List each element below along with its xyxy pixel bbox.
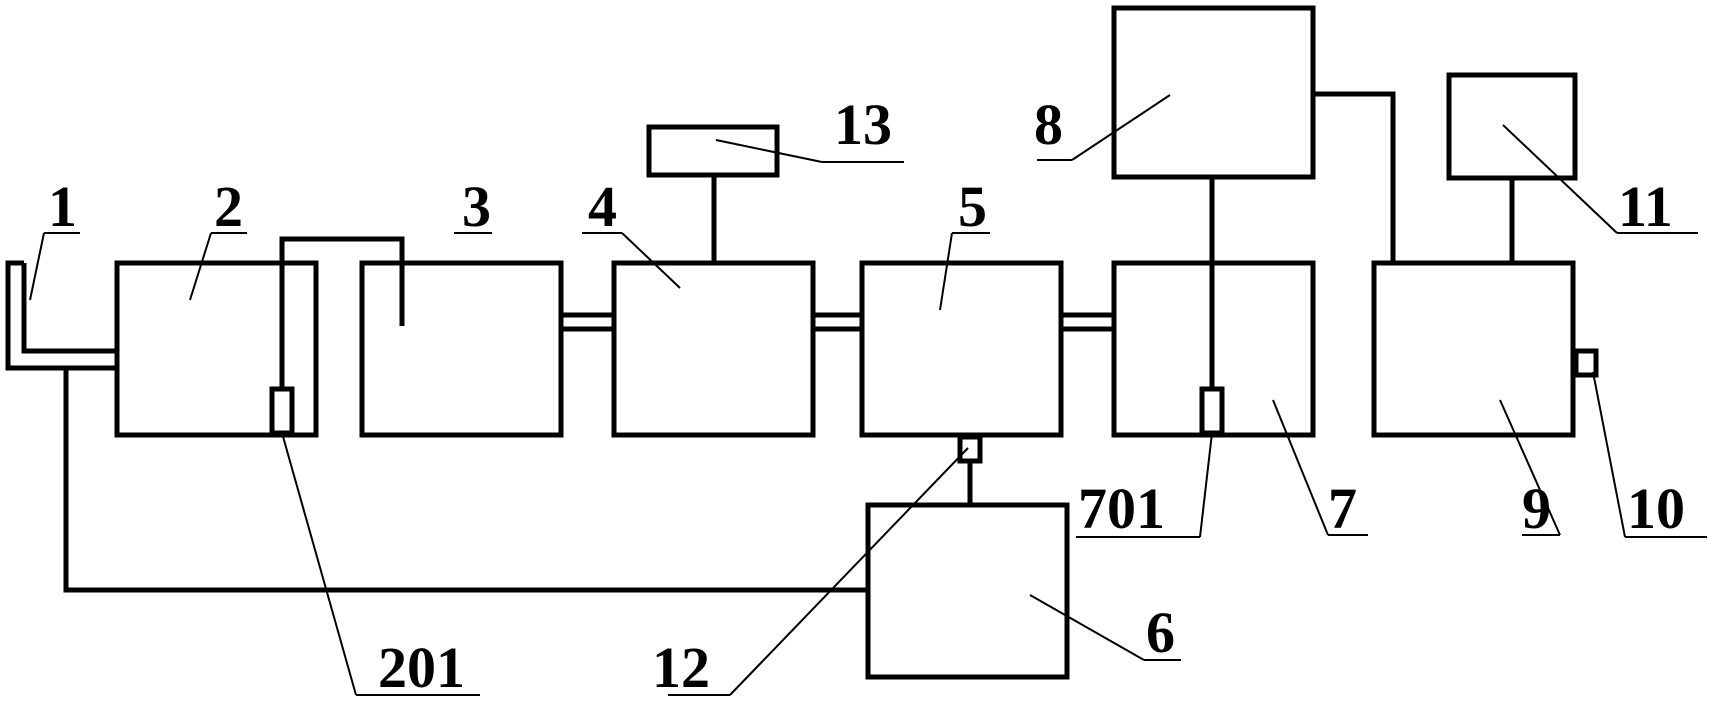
leader-4 xyxy=(582,232,681,289)
label-3: 3 xyxy=(462,174,491,239)
label-11: 11 xyxy=(1618,174,1673,239)
box-11 xyxy=(1446,72,1578,181)
leader-1 xyxy=(29,232,80,301)
label-6: 6 xyxy=(1146,600,1175,665)
link-3-4 xyxy=(561,312,614,332)
leader-11 xyxy=(1502,124,1698,234)
box-4 xyxy=(611,260,816,438)
inlet-pipe-1-inner xyxy=(21,263,117,354)
leader-701 xyxy=(1076,432,1213,538)
label-1: 1 xyxy=(48,174,77,239)
leader-12 xyxy=(668,447,969,696)
link-8-9 xyxy=(1313,91,1396,263)
leader-2 xyxy=(189,232,247,301)
box-3 xyxy=(359,260,564,438)
link-5-7 xyxy=(1061,312,1114,332)
label-2: 2 xyxy=(214,174,243,239)
label-13: 13 xyxy=(834,92,892,157)
leader-10 xyxy=(1592,371,1707,538)
label-9: 9 xyxy=(1522,476,1551,541)
box-2 xyxy=(114,260,319,438)
box-8 xyxy=(1111,5,1316,180)
box-5 xyxy=(859,260,1064,438)
box-13 xyxy=(646,124,780,178)
leader-13 xyxy=(715,139,904,163)
label-8: 8 xyxy=(1034,92,1063,157)
leader-201 xyxy=(281,432,480,696)
label-10: 10 xyxy=(1627,476,1685,541)
return-line-6-to-1 xyxy=(63,368,868,593)
label-5: 5 xyxy=(958,174,987,239)
component-201 xyxy=(269,386,295,436)
link-4-5 xyxy=(813,312,862,332)
component-12 xyxy=(957,434,983,464)
leader-5 xyxy=(939,232,990,311)
leader-9 xyxy=(1499,399,1561,536)
label-7: 7 xyxy=(1328,476,1357,541)
label-201: 201 xyxy=(378,635,465,700)
label-701: 701 xyxy=(1078,476,1165,541)
label-12: 12 xyxy=(652,635,710,700)
box-6 xyxy=(865,502,1070,680)
box-9 xyxy=(1371,260,1576,438)
label-4: 4 xyxy=(588,174,617,239)
component-701 xyxy=(1199,386,1225,436)
leader-6 xyxy=(1029,594,1181,661)
inlet-pipe-1 xyxy=(5,260,117,371)
overflow-pipe-2-3 xyxy=(279,236,405,389)
leader-7 xyxy=(1272,399,1368,536)
leader-8 xyxy=(1037,94,1171,161)
component-10 xyxy=(1573,348,1599,378)
